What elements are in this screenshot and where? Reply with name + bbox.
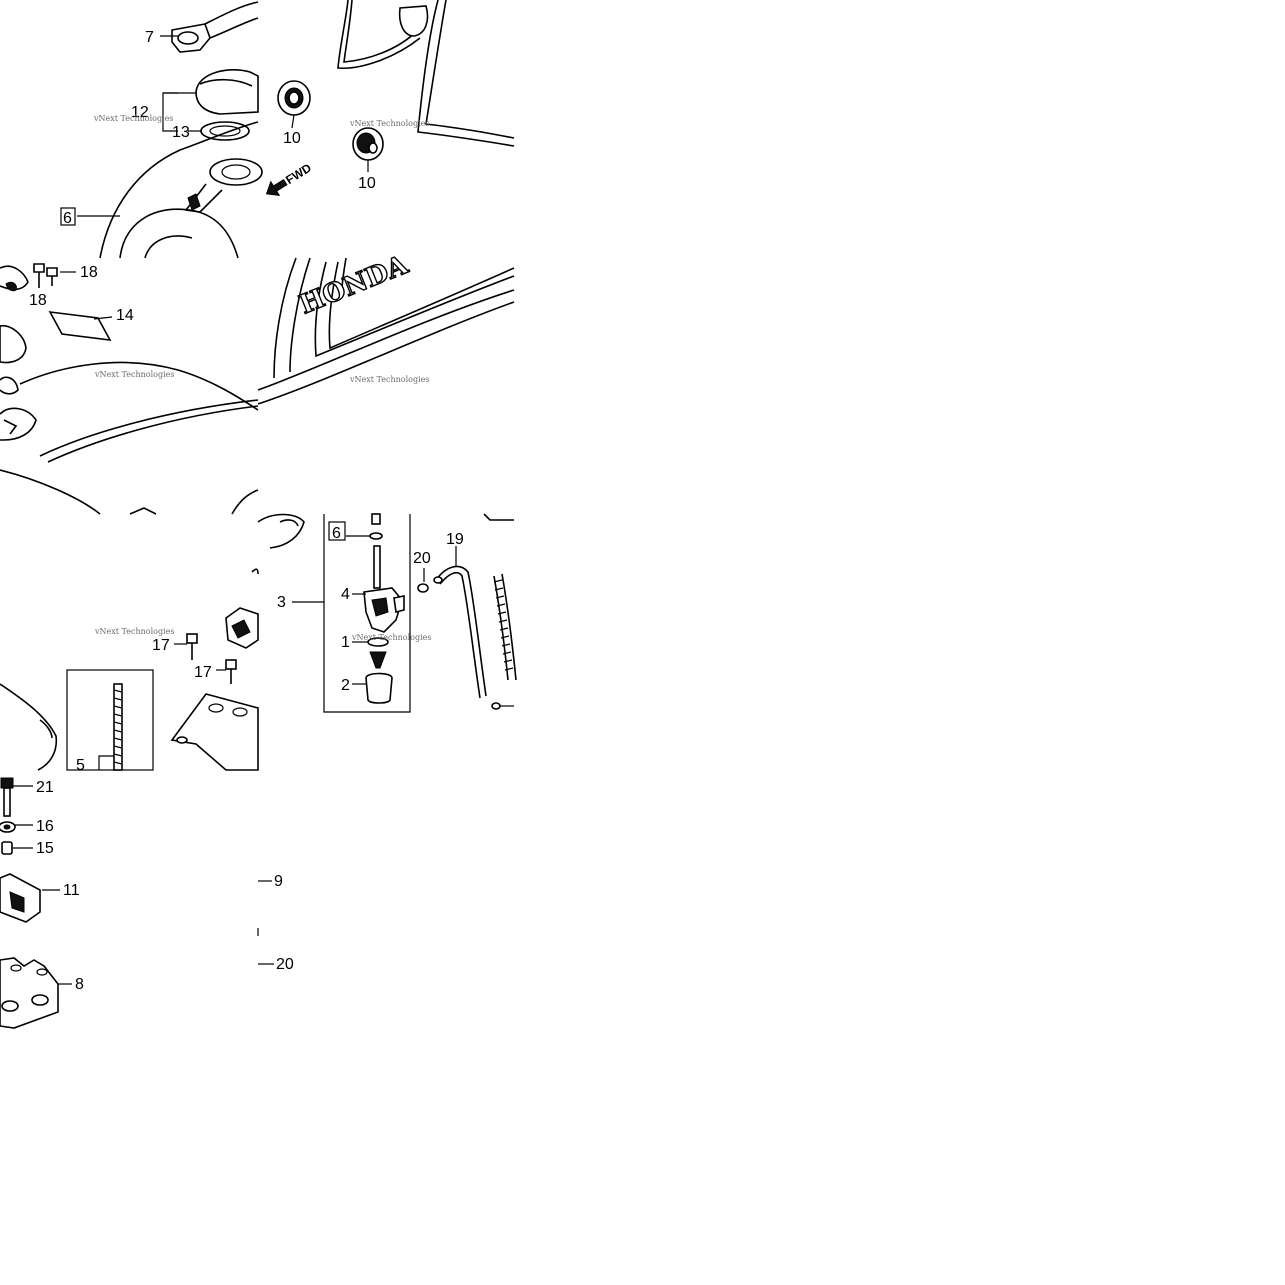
callout-10-upper: 10	[283, 130, 301, 147]
part-7-cap-cover	[171, 1, 259, 53]
watermark-2: vNext Technologies	[349, 119, 429, 128]
ribbed-tube	[493, 573, 517, 681]
callout-17-lower: 17	[194, 664, 212, 681]
part-10-grommet-upper	[277, 80, 311, 116]
watermark-4: vNext Technologies	[349, 375, 429, 384]
part-20-clip-upper	[417, 583, 429, 593]
part-18-bolt-left	[33, 263, 45, 288]
callout-6-lower: 6	[332, 525, 341, 542]
callout-11: 11	[63, 882, 80, 899]
callout-7: 7	[145, 29, 154, 46]
tile-hose-clips: 9 20	[257, 873, 294, 973]
callout-2: 2	[341, 677, 350, 694]
callout-4: 4	[341, 586, 350, 603]
part-15-collar	[1, 841, 13, 855]
tank-bracket-plate	[170, 693, 259, 771]
part-4-fuel-cock	[363, 545, 405, 633]
fuel-valve-box	[323, 514, 411, 713]
part-11-mount-upper	[225, 607, 259, 649]
watermark-3: vNext Technologies	[94, 370, 174, 379]
part-14-caution-label	[48, 311, 112, 341]
part-2-sediment-cup	[365, 672, 393, 704]
part-18-bolt-right	[46, 267, 58, 286]
part-13-gasket	[200, 121, 250, 141]
callout-21: 21	[36, 779, 54, 796]
callout-15: 15	[36, 840, 54, 857]
tile-fuel-valve: 6 4 3 1 2 20	[257, 513, 517, 713]
watermark-6: vNext Technologies	[351, 633, 431, 642]
leader-5	[98, 755, 114, 770]
fwd-direction-arrow: FWD	[265, 161, 314, 196]
callout-19: 19	[446, 531, 464, 548]
tile-tank-emblem: HONDA vNext Technologies	[257, 249, 515, 405]
part-17-bolt-lower	[225, 659, 237, 684]
part-17-bolt-upper	[186, 633, 198, 660]
callout-12: 12	[131, 104, 149, 121]
fuel-valve-screw	[371, 513, 381, 525]
part-11-cushion	[0, 873, 41, 923]
fuel-valve-washer	[369, 532, 383, 540]
callout-17-upper: 17	[152, 637, 170, 654]
fwd-label: FWD	[283, 161, 314, 188]
callout-16: 16	[36, 818, 54, 835]
part-10-grommet-lower	[352, 127, 384, 161]
callout-3: 3	[277, 594, 286, 611]
part-5-stud	[113, 683, 123, 771]
honda-logo: HONDA	[295, 250, 412, 321]
callout-6-box-lower	[328, 521, 346, 541]
part-13-gasket-hole	[209, 125, 241, 137]
callout-9: 9	[274, 873, 283, 890]
tile-fuel-cap: 7 12 13 6 vNext Technologies	[60, 1, 263, 259]
tile-tank-top: 18 18 14 vNext Technologies	[0, 263, 259, 515]
callout-10-lower: 10	[358, 175, 376, 192]
leader-14	[93, 316, 113, 320]
callout-20-upper: 20	[413, 550, 431, 567]
tile-grommets: 10 10 FWD vNext Technologies	[265, 0, 515, 196]
part-19-fuel-hose	[435, 565, 487, 697]
part-5-box	[66, 669, 154, 771]
callout-6-box	[60, 207, 76, 226]
part-12-fuel-cap	[195, 69, 259, 115]
part-8-bracket	[0, 957, 59, 1029]
callout-6-top: 6	[63, 210, 72, 227]
callout-5: 5	[76, 757, 85, 774]
fuel-strainer	[369, 651, 387, 669]
callout-14: 14	[116, 307, 134, 324]
watermark-1: vNext Technologies	[93, 114, 173, 123]
callout-18-left: 18	[29, 292, 47, 309]
leader-10-upper	[291, 114, 295, 129]
watermark-5: vNext Technologies	[94, 627, 174, 636]
tile-mounts: 17 17 5 vNext Technologies	[0, 568, 259, 774]
callout-13: 13	[172, 124, 190, 141]
tile-hardware: 21 16 15 11 8	[0, 777, 84, 1029]
callout-1: 1	[341, 634, 350, 651]
callout-20-lower: 20	[276, 956, 294, 973]
tank-body-front	[99, 121, 263, 259]
callout-8: 8	[75, 976, 84, 993]
callout-18-right: 18	[80, 264, 98, 281]
part-21-bolt	[0, 777, 14, 817]
